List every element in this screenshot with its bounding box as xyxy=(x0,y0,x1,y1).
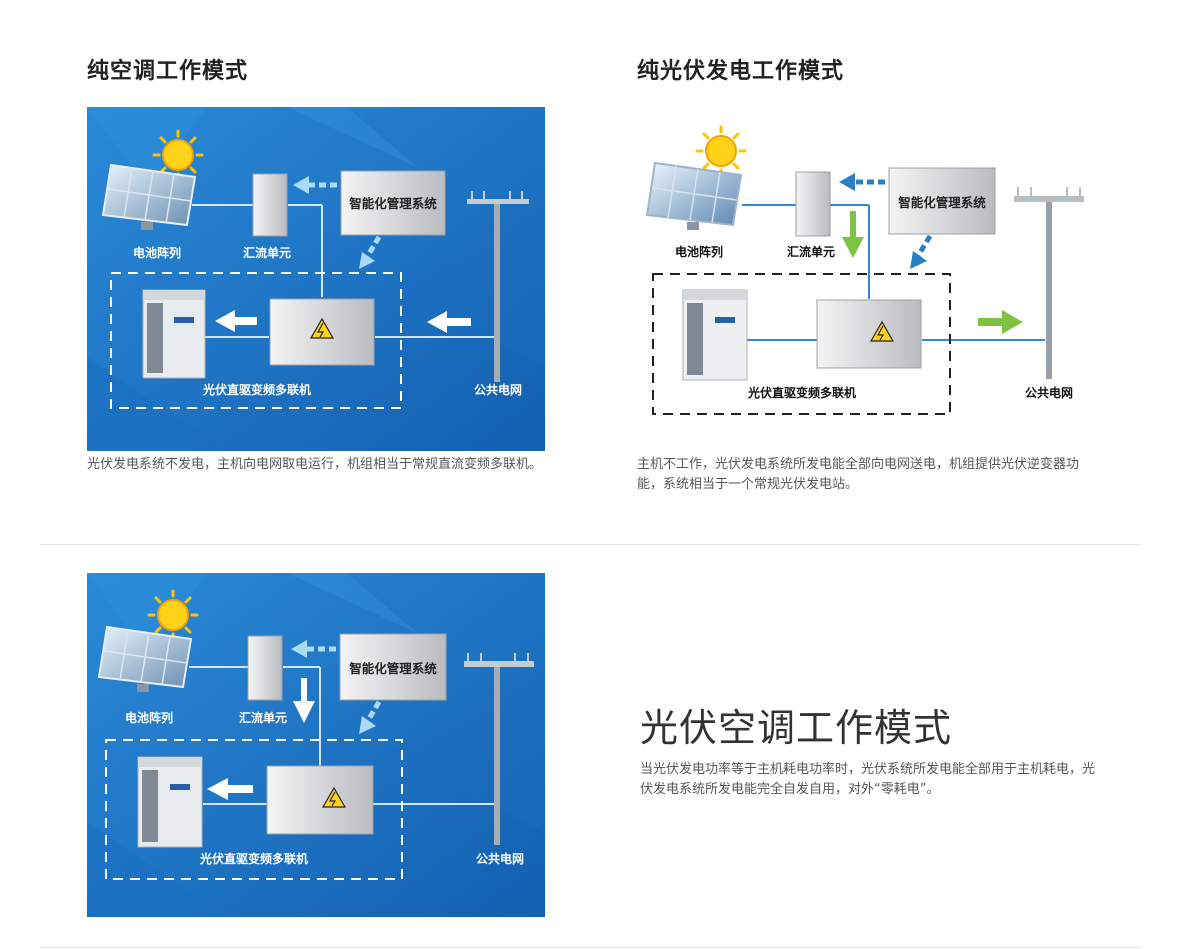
battery-array-label: 电池阵列 xyxy=(133,245,181,260)
public-grid-label: 公共电网 xyxy=(476,851,524,866)
pv-ac-description: 当光伏发电功率等于主机耗电功率时，光伏系统所发电能全部用于主机耗电，光伏发电系统… xyxy=(640,762,1096,797)
battery-array-label: 电池阵列 xyxy=(675,244,723,259)
sun-icon xyxy=(152,129,204,181)
combiner-cabinet-icon xyxy=(252,173,288,237)
inverter-box-icon xyxy=(816,299,922,369)
management-system-label: 智能化管理系统 xyxy=(348,661,437,676)
public-grid-label: 公共电网 xyxy=(1025,385,1073,400)
pure-ac-description: 光伏发电系统不发电，主机向电网取电运行，机组相当于常规直流变频多联机。 xyxy=(87,457,543,472)
sun-icon xyxy=(147,589,199,641)
management-system-label: 智能化管理系统 xyxy=(897,195,986,210)
outdoor-unit-icon xyxy=(142,289,206,379)
solar-panel-icon xyxy=(101,163,197,230)
combiner-unit-label: 汇流单元 xyxy=(787,244,835,259)
solar-panel-icon xyxy=(97,625,193,692)
power-pole-icon xyxy=(467,191,529,382)
outdoor-unit-icon xyxy=(682,289,748,381)
sun-icon xyxy=(695,125,747,177)
pure-ac-diagram: 智能化管理系统 电池阵列 汇流单元 光伏直驱变频多联机 公共电网 xyxy=(87,107,545,451)
combiner-cabinet-icon xyxy=(247,635,283,701)
combiner-cabinet-icon xyxy=(795,171,831,237)
vrf-unit-label: 光伏直驱变频多联机 xyxy=(199,851,308,866)
pure-ac-title: 纯空调工作模式 xyxy=(87,59,249,84)
pv-ac-title: 光伏空调工作模式 xyxy=(640,706,953,750)
solar-panel-icon xyxy=(645,161,743,230)
outdoor-unit-icon xyxy=(137,756,203,848)
bottom-divider xyxy=(40,947,1141,948)
battery-array-label: 电池阵列 xyxy=(125,710,173,725)
power-pole-icon xyxy=(1014,187,1084,379)
section-divider xyxy=(40,544,1141,545)
power-pole-icon xyxy=(464,653,534,845)
public-grid-label: 公共电网 xyxy=(474,382,522,397)
vrf-unit-label: 光伏直驱变频多联机 xyxy=(202,382,311,397)
inverter-box-icon xyxy=(266,765,374,835)
pure-pv-title: 纯光伏发电工作模式 xyxy=(637,59,845,84)
pure-pv-diagram: 智能化管理系统 电池阵列 汇流单元 光伏直驱变频多联机 公共电网 xyxy=(637,107,1095,451)
vrf-unit-label: 光伏直驱变频多联机 xyxy=(747,385,856,400)
pv-ac-diagram: 智能化管理系统 电池阵列 汇流单元 光伏直驱变频多联机 公共电网 xyxy=(87,573,545,917)
management-system-label: 智能化管理系统 xyxy=(348,196,437,211)
pure-pv-description: 主机不工作，光伏发电系统所发电能全部向电网送电，机组提供光伏逆变器功能，系统相当… xyxy=(637,457,1080,492)
combiner-unit-label: 汇流单元 xyxy=(239,710,287,725)
combiner-unit-label: 汇流单元 xyxy=(243,245,291,260)
